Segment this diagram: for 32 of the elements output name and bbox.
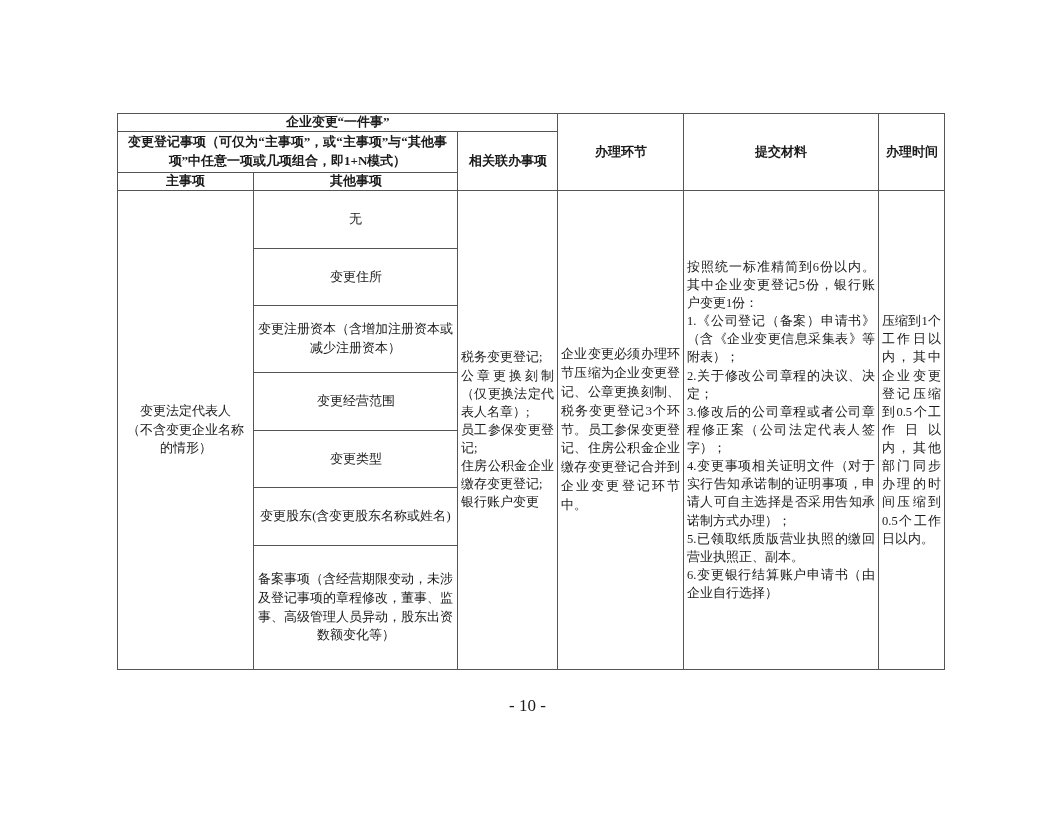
cell-text: 员工参保变更登记; [461,421,554,458]
cell-text: 办理时间 [884,142,939,161]
cell-text: 6.变更银行结算账户申请书（由企业自行选择） [687,566,875,603]
cell-text: （不含变更企业名称的情形） [126,420,245,458]
cell-text: 企业变更“一件事” [284,113,391,132]
cell-text: 企业变更必须办理环节压缩为企业变更登记、公章更换刻制、税务变更登记3个环节。员工参保变更登记、住房公积金企业缴存变更登记合并到企业变更登记环节中。 [561,345,680,514]
cell-text: 住房公积金企业缴存变更登记; [461,458,554,494]
cell-text: 提交材料 [754,142,808,161]
cell-text: 5.已领取纸质版营业执照的缴回营业执照正、副本。 [687,530,875,566]
cell-text: 4.变更事项相关证明文件（对于实行告知承诺制的证明事项，申请人可自主选择是否采用告知承诺制方式办理）； [687,458,875,530]
cell-text: 变更注册资本（含增加注册资本或减少注册资本） [257,320,454,357]
cell-text: 相关联办事项 [467,151,548,170]
cell-text: 变更经营范围 [315,392,396,411]
cell-text: 按照统一标准精简到6份以内。其中企业变更登记5份，银行账户变更1份： [687,258,875,313]
cell-text: 主事项 [165,172,206,191]
cell-text: 备案事项（含经营期限变动，未涉及登记事项的章程修改，董事、监事、高级管理人员异动，股东出资数额变化等） [257,569,454,645]
cell-text: 变更住所 [328,267,383,286]
cell-text: 压缩到1个工作日以内，其中企业变更登记压缩到0.5个工作日以内，其他部门同步办理的时间压缩到0.5个工作日以内。 [882,313,941,548]
cell-text: 3.修改后的公司章程或者公司章程修正案（公司法定代表人签字）； [687,403,875,458]
cell-text: 公章更换刻制（仅更换法定代表人名章）; [461,367,554,421]
cell-text: 无 [348,210,363,229]
cell-text: 变更法定代表人 [139,401,232,420]
cell-text: 银行账户变更 [461,494,540,512]
cell-text: 其他事项 [328,172,383,191]
cell-text: 变更类型 [328,449,383,468]
page-number: - 10 - [509,696,546,715]
cell-text: 办理环节 [593,142,648,161]
cell-text: 变更登记事项（可仅为“主事项”，或“主事项”与“其他事项”中任意一项或几项组合，即1+N模式） [127,133,448,170]
cell-text: 税务变更登记; [461,349,544,367]
cell-text: 1.《公司登记（备案）申请书》（含《企业变更信息采集表》等附表）； [687,313,875,367]
cell-text: 变更股东(含变更股东名称或姓名) [259,508,452,526]
cell-text: 2.关于修改公司章程的决议、决定； [687,367,875,403]
